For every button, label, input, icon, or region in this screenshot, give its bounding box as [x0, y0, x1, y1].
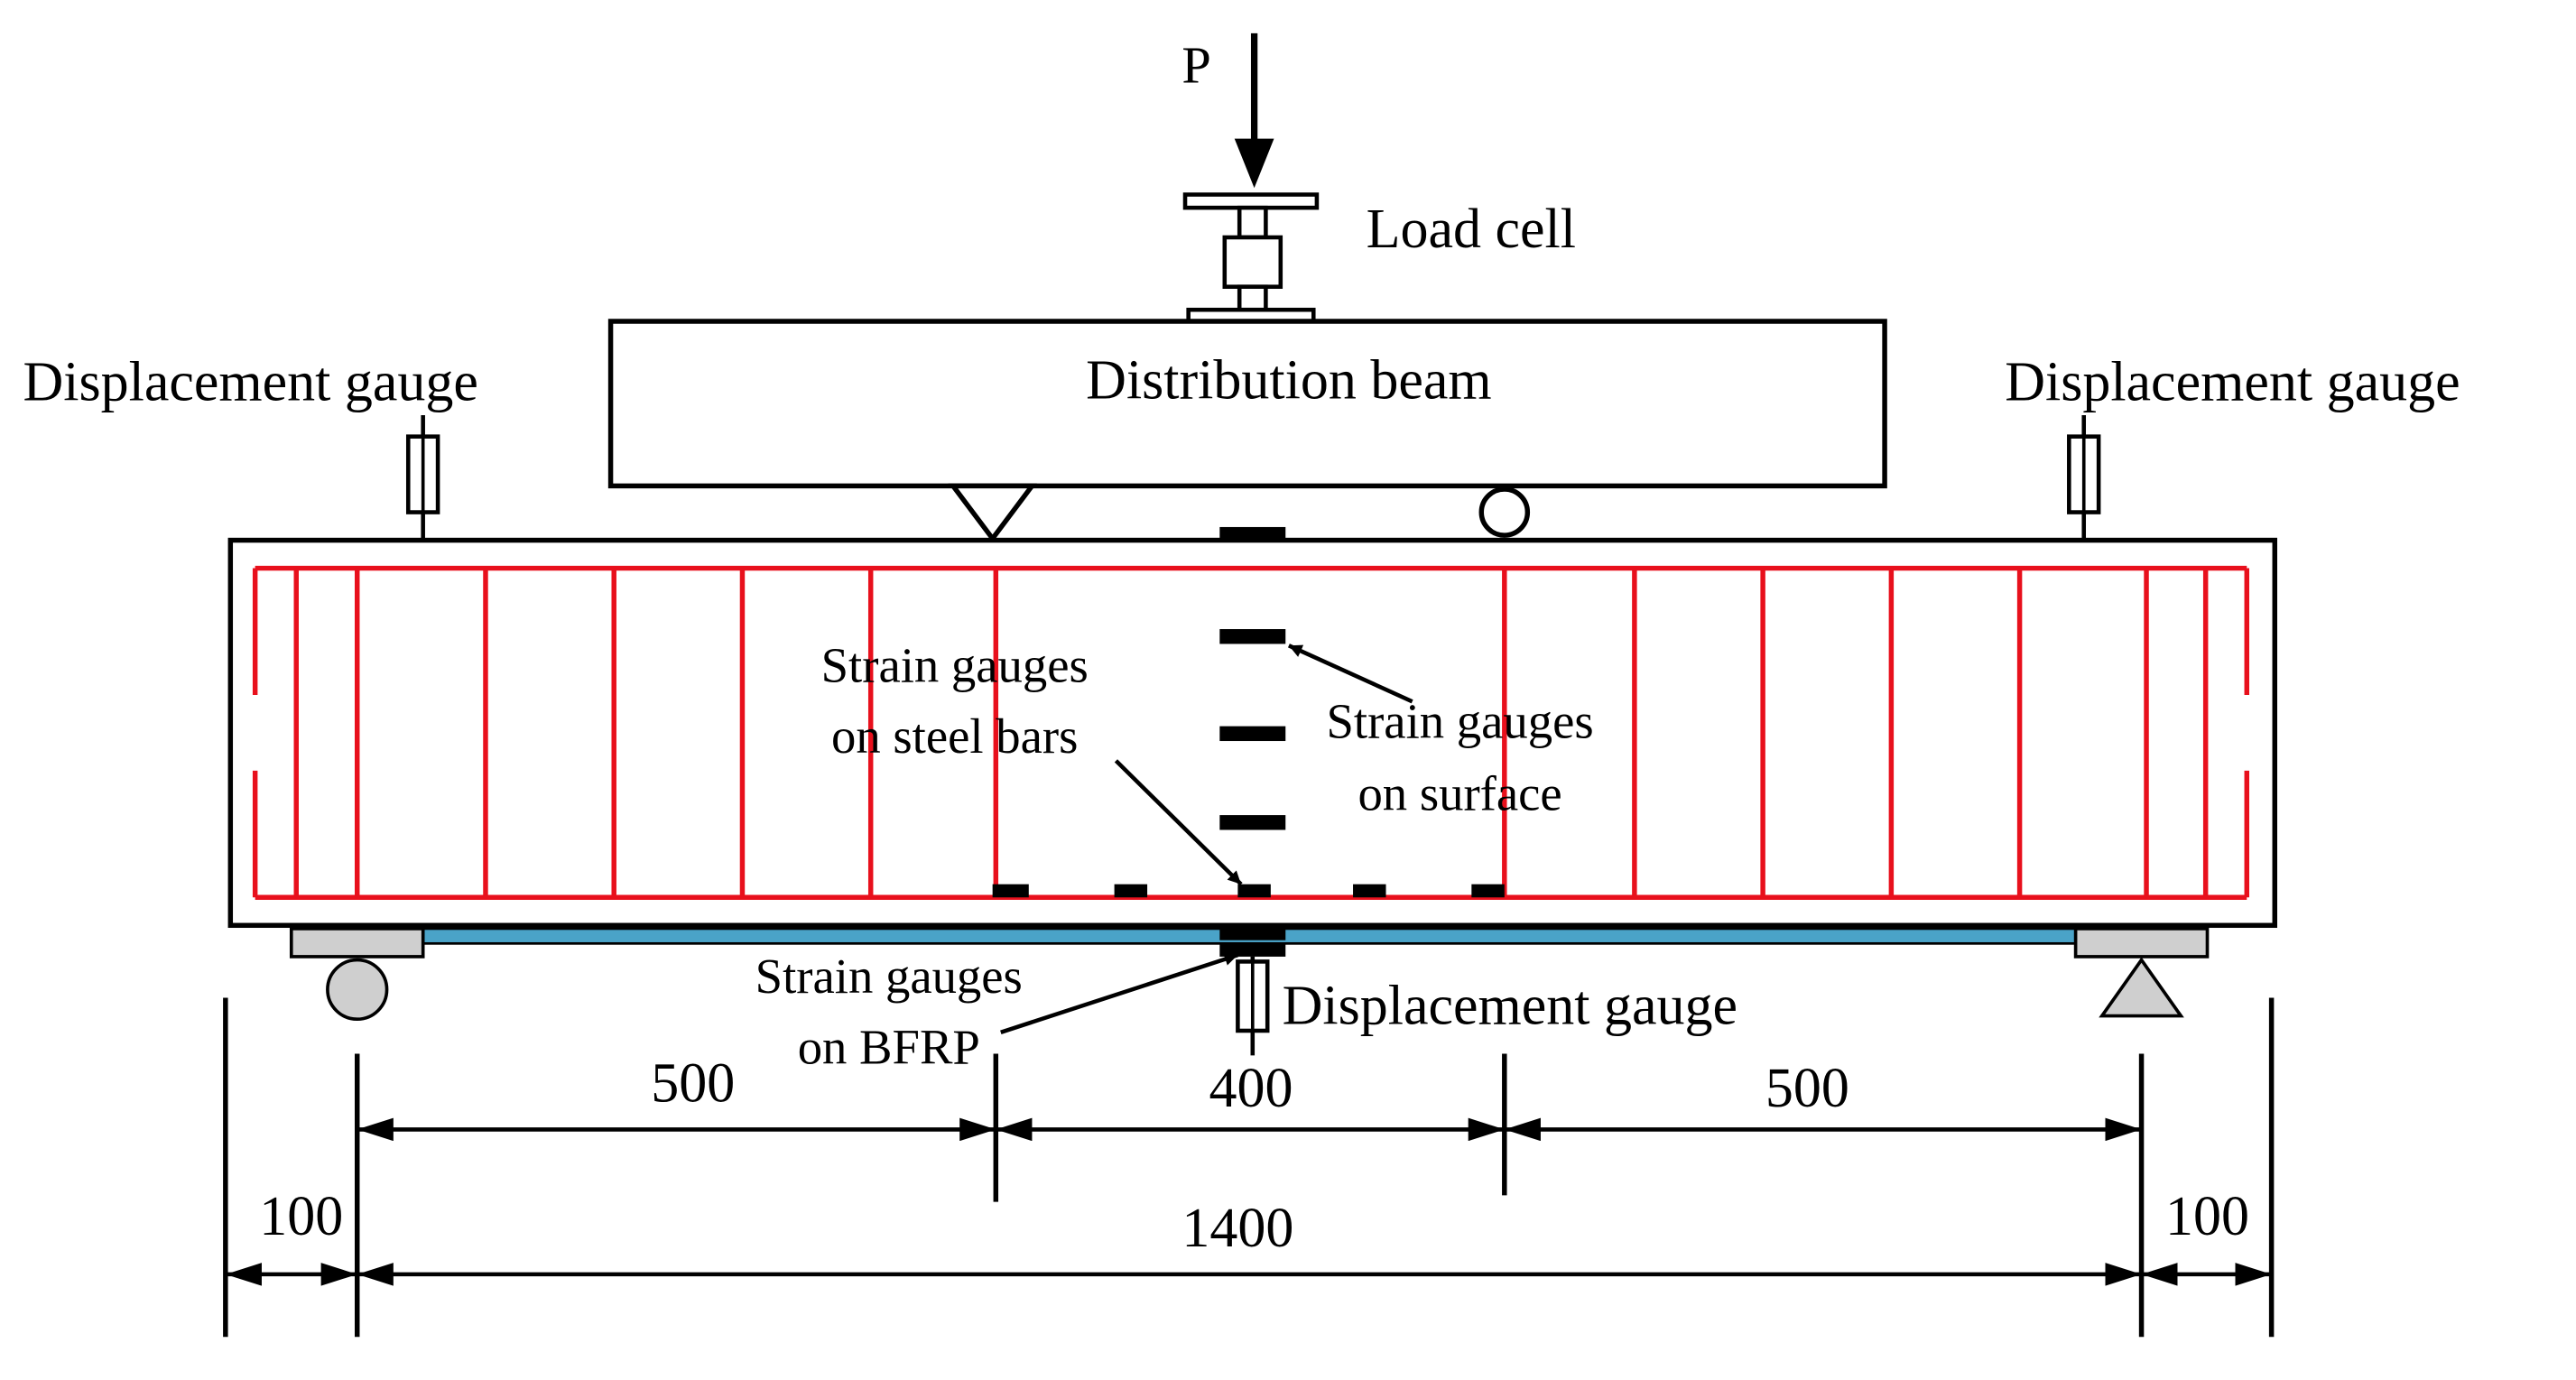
steel-strain-gauge	[1353, 884, 1386, 898]
dim-overhang-right: 100	[2165, 1186, 2249, 1247]
leader-steel	[1114, 759, 1243, 886]
displacement-gauge-left	[405, 414, 440, 541]
displacement-gauge-left-label: Displacement gauge	[23, 352, 478, 413]
load-cell-label: Load cell	[1367, 199, 1576, 260]
strain-steel-label-line2: on steel bars	[831, 709, 1078, 764]
surface-strain-gauges	[1219, 526, 1286, 830]
load-arrow	[1234, 32, 1274, 189]
displacement-gauge-mid	[1236, 956, 1270, 1056]
surface-strain-gauge	[1219, 526, 1286, 542]
dim-shear-span-right: 500	[1765, 1058, 1849, 1119]
dim-overhang-left: 100	[259, 1186, 343, 1247]
strain-steel-label-line1: Strain gauges	[821, 637, 1089, 692]
leader-bfrp	[1000, 952, 1239, 1034]
displacement-gauge-right	[2067, 414, 2101, 541]
steel-strain-gauge	[1114, 884, 1148, 898]
steel-strain-gauge	[992, 884, 1029, 898]
steel-strain-gauges	[992, 884, 1505, 898]
bearing-plate-right	[2073, 927, 2210, 959]
displacement-gauge-mid-label: Displacement gauge	[1283, 976, 1737, 1037]
surface-strain-gauge	[1219, 815, 1286, 830]
reinforcement-cage	[252, 565, 2250, 901]
bfrp-strain-gauge	[1219, 943, 1286, 957]
leader-surface	[1287, 644, 1413, 704]
strain-surface-label-line2: on surface	[1357, 766, 1561, 821]
pin-support	[2099, 957, 2184, 1018]
distribution-beam-label: Distribution beam	[1086, 350, 1491, 412]
strain-surface-label-line1: Strain gauges	[1326, 693, 1593, 748]
steel-strain-gauge	[1237, 884, 1271, 898]
load-cell	[1182, 192, 1320, 324]
steel-strain-gauge	[1471, 884, 1505, 898]
surface-strain-gauge	[1219, 629, 1286, 644]
stirrups	[293, 568, 2209, 898]
bfrp-strain-gauge	[1219, 927, 1286, 940]
dim-pure-bending-span: 400	[1209, 1058, 1293, 1119]
dim-clear-span: 1400	[1181, 1198, 1293, 1259]
loading-point-hinge	[948, 483, 1037, 543]
surface-strain-gauge	[1219, 726, 1286, 742]
dimension-extension-lines	[223, 997, 2275, 1338]
loading-point-roller	[1478, 486, 1531, 538]
dim-shear-span-left: 500	[651, 1052, 735, 1114]
load-label: P	[1181, 36, 1210, 95]
roller-support	[326, 958, 389, 1022]
distribution-beam	[607, 319, 1887, 489]
bearing-plate-left	[289, 927, 425, 959]
dimension-lines	[225, 1117, 2272, 1286]
displacement-gauge-right-label: Displacement gauge	[2005, 352, 2460, 413]
strain-bfrp-label-line2: on BFRP	[798, 1019, 980, 1074]
strain-bfrp-label-line1: Strain gauges	[755, 949, 1023, 1004]
